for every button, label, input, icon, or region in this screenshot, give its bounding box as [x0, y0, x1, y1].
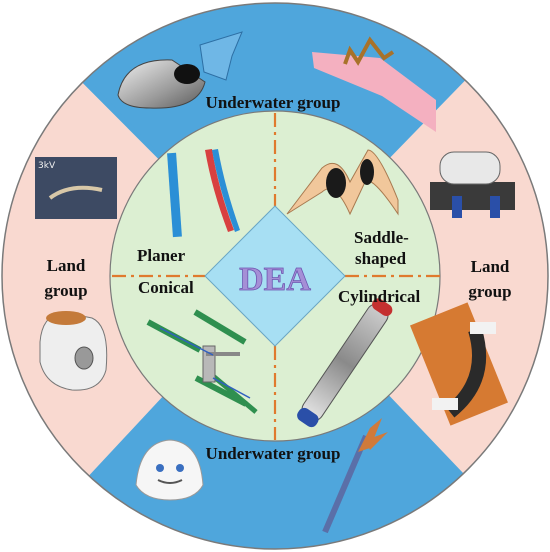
land-group-left-label-line2: group — [44, 281, 87, 300]
center-label: DEA — [239, 261, 311, 298]
underwater-robot-bottom-left — [135, 439, 204, 501]
land-group-left-label-line1: Land — [47, 256, 86, 275]
cylindrical-label: Cylindrical — [338, 287, 420, 306]
underwater-robot-top-right — [312, 36, 436, 132]
saddle-shaped-illustration — [286, 149, 399, 216]
cylindrical-tube-illustration — [297, 298, 393, 428]
land-group-right-label-line1: Land — [471, 257, 510, 276]
saddle-shaped-label-line1: Saddle- — [354, 228, 409, 247]
saddle-shaped-label-line2: shaped — [355, 249, 407, 268]
underwater-group-top-label: Underwater group — [206, 93, 341, 112]
underwater-robot-bottom-right — [322, 418, 388, 534]
quadrant-dividers — [112, 113, 440, 440]
center-diamond — [204, 205, 346, 347]
land-robot-bottom-right — [410, 302, 508, 426]
land-robot-left-photo: 3kV — [35, 157, 117, 219]
land-robot-left-cylinder — [39, 311, 108, 391]
voltage-caption: 3kV — [38, 161, 56, 171]
conical-linkage-illustration — [146, 309, 258, 414]
underwater-robot-top-left — [117, 31, 243, 109]
land-group-right-label-line2: group — [468, 282, 511, 301]
planar-strips-illustration — [167, 149, 240, 238]
land-robot-top-right — [430, 151, 515, 218]
planer-label: Planer — [137, 246, 186, 265]
conical-label: Conical — [138, 278, 194, 297]
underwater-group-bottom-label: Underwater group — [206, 444, 341, 463]
